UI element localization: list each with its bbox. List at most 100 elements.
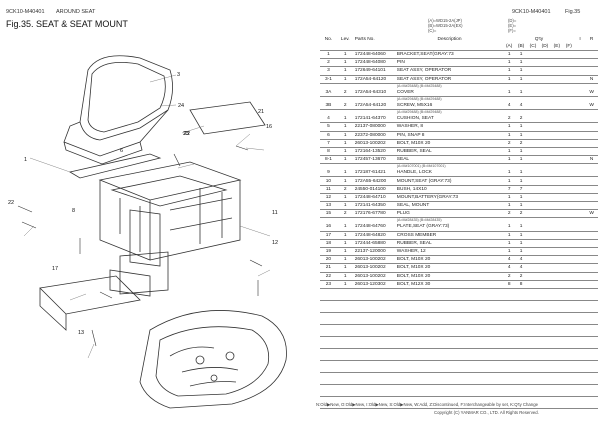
row-parts-no: 26013-100202 — [353, 255, 396, 265]
row-qty-b: 1 — [515, 88, 528, 97]
row-qty-a: 1 — [503, 122, 516, 132]
row-r: W — [585, 209, 598, 219]
row-r — [585, 147, 598, 157]
row-qty-e — [550, 223, 563, 232]
row-lev: 1 — [336, 201, 354, 211]
header-no: No. — [324, 37, 333, 42]
row-qty-c — [527, 122, 539, 132]
row-lev: 1 — [336, 122, 354, 132]
row-i — [574, 231, 586, 240]
row-qty-b: 1 — [515, 155, 528, 165]
row-qty-a: 1 — [503, 201, 516, 211]
bolts — [17, 145, 263, 347]
row-qty-e — [550, 176, 563, 186]
row-i — [574, 272, 586, 281]
row-qty-e — [550, 66, 563, 76]
row-qty-e — [550, 139, 563, 148]
row-lev: 1 — [336, 239, 354, 248]
row-description: RUBBER, SEAL — [395, 239, 504, 248]
row-qty-c — [527, 75, 539, 84]
row-no: 8-1 — [320, 155, 337, 165]
row-parts-no: 172448-64710 — [353, 193, 396, 203]
row-description: SEAT ASSY, OPERATOR — [395, 75, 504, 84]
callout-label: 17 — [52, 266, 59, 272]
row-qty-f — [562, 280, 575, 289]
lower-frame — [139, 310, 287, 409]
row-r: W — [585, 101, 598, 111]
row-no: 16 — [320, 223, 337, 232]
row-qty-a: 1 — [503, 66, 516, 76]
row-r — [585, 272, 598, 281]
row-qty-e — [550, 50, 563, 60]
row-qty-b: 1 — [515, 201, 528, 211]
model-line-f: (F)= — [508, 28, 516, 33]
row-i — [574, 88, 586, 97]
row-qty-b: 1 — [515, 169, 528, 178]
row-r — [585, 66, 598, 76]
row-qty-d — [538, 66, 551, 76]
empty-row — [320, 312, 598, 325]
row-lev: 2 — [336, 209, 354, 219]
row-qty-a: 1 — [503, 147, 516, 157]
row-lev: 1 — [336, 231, 354, 240]
row-r — [585, 50, 598, 60]
row-no: 3A — [320, 88, 337, 97]
row-qty-c — [527, 193, 539, 203]
row-qty-e — [550, 131, 563, 140]
model-line-b: (B)=WD15-2A(EX) — [428, 23, 463, 28]
row-qty-b: 1 — [515, 50, 528, 60]
row-description: BOLT, M12X 30 — [395, 280, 504, 289]
row-qty-d — [538, 75, 551, 84]
empty-row — [320, 288, 598, 301]
row-description: MOUNT,BATTERY(GRAY:73 — [395, 193, 504, 203]
seat-drawing — [63, 55, 173, 165]
row-parts-no: 172176-67780 — [353, 209, 396, 219]
row-qty-a: 1 — [503, 169, 516, 178]
row-parts-no: 172187-61421 — [353, 169, 396, 178]
row-i — [574, 50, 586, 60]
row-qty-e — [550, 239, 563, 248]
row-lev: 1 — [336, 139, 354, 148]
row-parts-no: 172141-64370 — [353, 115, 396, 124]
row-qty-f — [562, 176, 575, 186]
row-qty-c — [527, 247, 539, 257]
header-col-d: (D) — [538, 43, 551, 51]
row-qty-b: 1 — [515, 122, 528, 132]
row-lev: 1 — [336, 247, 354, 257]
row-parts-no: 172164-13520 — [353, 147, 396, 157]
row-parts-no: 22137-120000 — [353, 247, 396, 257]
row-no: 20 — [320, 255, 337, 265]
row-qty-a: 1 — [503, 58, 516, 68]
row-qty-f — [562, 122, 575, 132]
row-qty-a: 1 — [503, 155, 516, 165]
row-no: 7 — [320, 139, 337, 148]
row-qty-c — [527, 272, 539, 281]
row-lev: 1 — [336, 193, 354, 203]
row-qty-f — [562, 131, 575, 140]
row-qty-d — [538, 58, 551, 68]
row-qty-a: 1 — [503, 193, 516, 203]
header-r: R — [589, 37, 594, 42]
row-lev: 1 — [336, 223, 354, 232]
row-i — [574, 75, 586, 84]
row-qty-f — [562, 147, 575, 157]
row-qty-d — [538, 193, 551, 203]
row-qty-c — [527, 58, 539, 68]
row-parts-no: 172448-64060 — [353, 50, 396, 60]
row-qty-d — [538, 122, 551, 132]
header-col-f: (F) — [562, 43, 575, 51]
row-qty-b: 1 — [515, 239, 528, 248]
row-description: PIN, SNAP 8 — [395, 131, 504, 140]
row-description: CUSHION, SEAT — [395, 115, 504, 124]
row-qty-f — [562, 193, 575, 203]
row-qty-b: 4 — [515, 101, 528, 111]
row-description: PLUG — [395, 209, 504, 219]
row-parts-no: 26013-100202 — [353, 272, 396, 281]
row-i — [574, 139, 586, 148]
row-parts-no: 26013-100202 — [353, 263, 396, 273]
model-line-d: (D)= — [508, 18, 517, 23]
